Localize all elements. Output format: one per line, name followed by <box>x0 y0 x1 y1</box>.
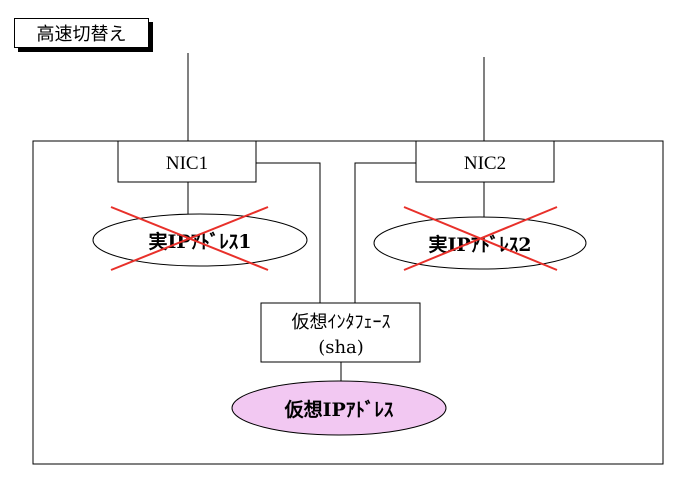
real-ip-1-ellipse <box>92 213 308 267</box>
nic1-label: NIC1 <box>166 153 208 174</box>
diagram-title: 高速切替え <box>14 18 149 48</box>
nic2-to-vif-line <box>354 162 416 303</box>
real-ip-2-cross-mark <box>403 206 558 271</box>
real-ip-1-cross-mark <box>110 206 269 271</box>
real-ip-1-label: 実IPｱﾄﾞﾚｽ1 <box>149 230 252 253</box>
virtual-ip-ellipse <box>231 380 447 436</box>
virtual-interface-box <box>260 302 421 363</box>
real-ip-2-ellipse <box>373 216 587 270</box>
nic2-label: NIC2 <box>464 153 506 174</box>
nic1-box <box>117 140 257 183</box>
virtual-ip-label: 仮想IPｱﾄﾞﾚｽ <box>284 398 394 421</box>
nic2-box <box>415 140 555 183</box>
host-frame <box>32 140 664 465</box>
nic1-to-vif-line <box>256 162 321 303</box>
virtual-interface-label: 仮想ｲﾝﾀﾌｪｰｽ <box>292 312 391 333</box>
virtual-interface-sublabel: (sha) <box>318 337 364 358</box>
